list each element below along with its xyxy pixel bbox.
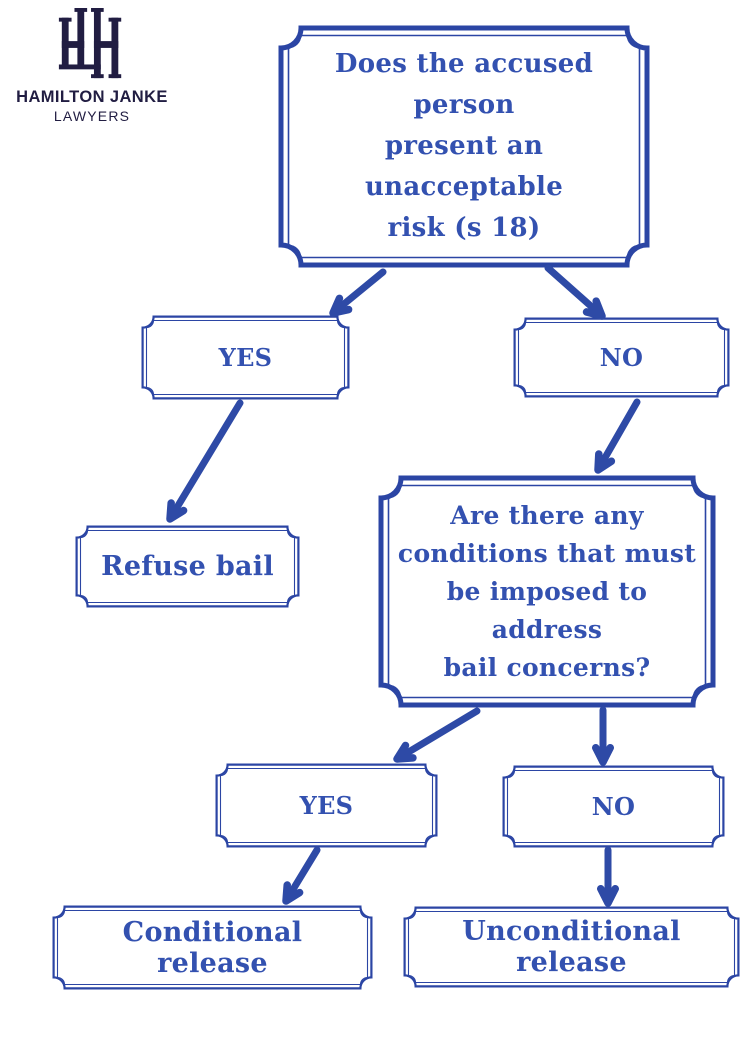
node-question-conditions: Are there any conditions that must be im…: [378, 475, 716, 708]
arrow-no2-unconditional: [597, 846, 619, 907]
node-yes-1: YES: [141, 315, 350, 400]
node-text: NO: [599, 343, 644, 372]
hj-monogram-icon: [58, 8, 122, 79]
brand-logo: HAMILTON JANKE LAWYERS: [8, 8, 176, 126]
node-text: Does the accused person present an unacc…: [334, 49, 594, 243]
node-unconditional-release: Unconditional release: [403, 906, 740, 988]
node-no-2: NO: [502, 765, 725, 848]
node-no-1: NO: [513, 317, 730, 398]
arrow-q2-no2: [592, 706, 614, 766]
node-question-unacceptable-risk: Does the accused person present an unacc…: [278, 25, 650, 268]
node-text: NO: [591, 792, 636, 821]
arrow-q2-yes2: [393, 707, 481, 763]
node-text: YES: [218, 343, 273, 372]
arrow-no1-q2: [594, 398, 641, 474]
brand-name: HAMILTON JANKE: [16, 88, 168, 106]
arrow-yes2-conditional: [282, 846, 321, 905]
node-text: YES: [299, 791, 354, 820]
node-conditional-release: Conditional release: [52, 905, 373, 990]
node-text: Refuse bail: [101, 551, 274, 582]
arrow-q1-yes1: [329, 268, 387, 317]
node-yes-2: YES: [215, 763, 438, 848]
node-text: Unconditional release: [462, 916, 681, 978]
node-text: Are there any conditions that must be im…: [397, 500, 697, 682]
arrow-q1-no1: [544, 264, 606, 320]
node-text: Conditional release: [122, 916, 303, 979]
brand-subtitle: LAWYERS: [53, 108, 131, 125]
node-refuse-bail: Refuse bail: [75, 525, 300, 608]
arrow-yes1-refuse: [166, 399, 244, 523]
